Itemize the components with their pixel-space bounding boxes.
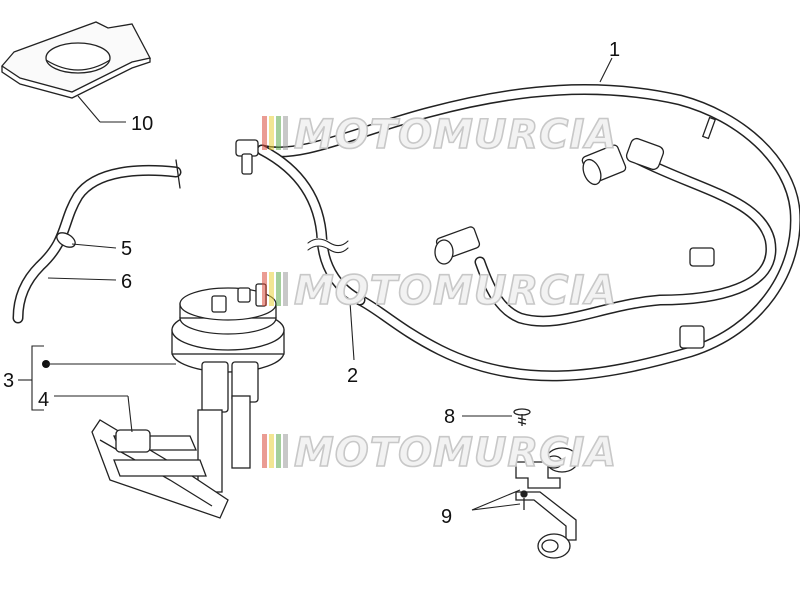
part-8-screw [513,408,531,426]
part-3-pump [91,283,285,519]
callout-8: 8 [444,406,455,428]
watermark-text: MOTOMURCIA [294,268,617,314]
watermark-stripe [276,434,281,468]
part-1-hose [256,84,800,382]
callout-4: 4 [38,389,49,411]
watermark-text: MOTOMURCIA [294,430,617,476]
watermark-text: MOTOMURCIA [294,112,617,158]
part-6-hose [12,159,182,324]
watermark-stripe [262,272,267,306]
leader-6 [47,277,117,281]
callout-9: 9 [441,506,452,528]
leader-9a [471,489,521,511]
watermark-stripe [276,116,281,150]
part-2-hose [256,144,366,306]
watermark-stripe [276,272,281,306]
hose-connector-lower [434,226,481,265]
bracket-3 [31,345,44,411]
callout-6: 6 [121,271,132,293]
watermark-stripe [283,434,288,468]
watermark-bottom: MOTOMURCIA [262,429,617,477]
watermark-stripe [269,434,274,468]
leader-2 [349,301,355,361]
watermark-stripe [283,116,288,150]
watermark-stripe [283,272,288,306]
watermark-stripe [269,116,274,150]
callout-2: 2 [347,365,358,387]
leader-9b [471,503,521,511]
callout-1: 1 [609,39,620,61]
callout-5: 5 [121,238,132,260]
leader-4b [127,395,133,433]
hose-connector-upper [581,137,665,186]
part-9-clamp [515,447,579,559]
leader-1 [599,57,613,83]
nozzle-fitting [235,139,259,175]
watermark-stripe [262,434,267,468]
callout-3: 3 [3,370,14,392]
leader-10 [77,95,101,123]
part-10-gasket [1,21,151,99]
watermark-top: MOTOMURCIA [262,111,617,159]
watermark-stripe [262,116,267,150]
watermark-stripe [269,272,274,306]
watermark-middle: MOTOMURCIA [262,267,617,315]
callout-10: 10 [131,113,153,135]
part-5-clip [56,232,76,248]
leader-5 [71,243,117,249]
